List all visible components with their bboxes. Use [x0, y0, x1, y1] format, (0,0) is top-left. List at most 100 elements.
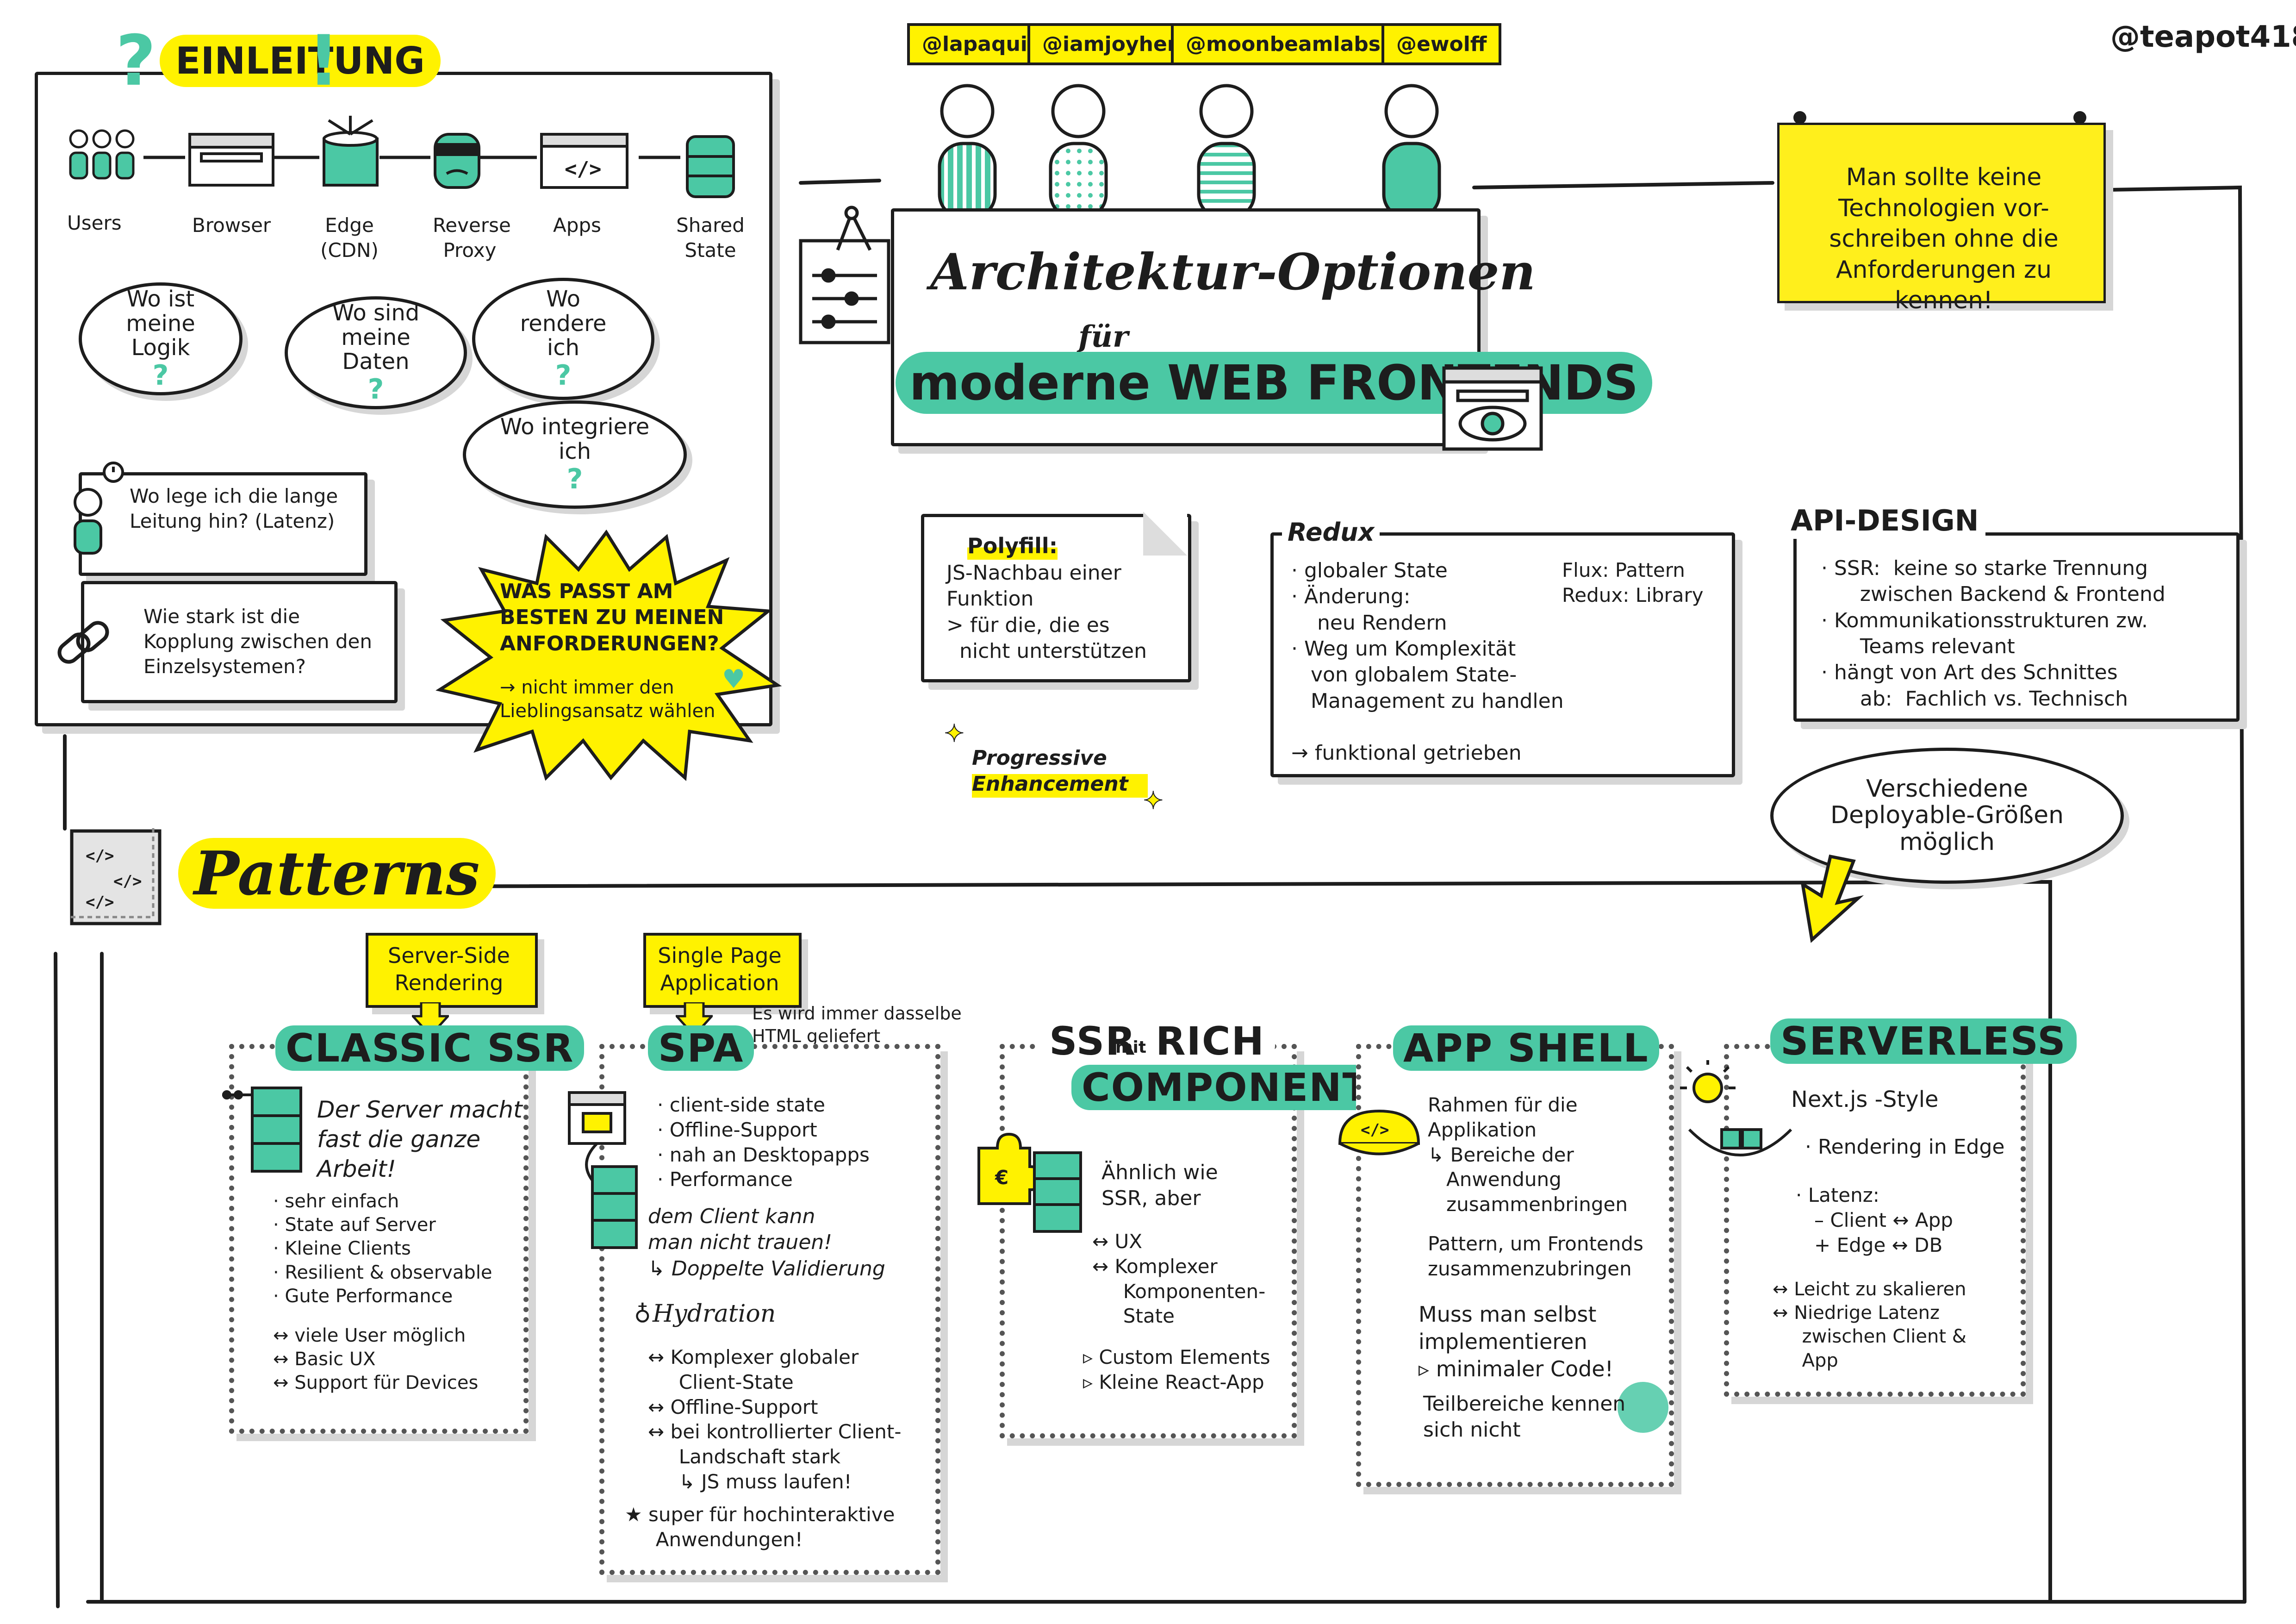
reverse-proxy-icon [434, 133, 480, 189]
spa-note: Es wird immer dasselbe HTML geliefert [752, 1003, 962, 1046]
database-icon [686, 135, 735, 198]
svg-text:</>: </> [113, 872, 142, 891]
person-clock-icon [74, 462, 124, 555]
code-window-icon: </> </> </> [67, 826, 162, 925]
ssr-rich-title-c: COMPONENTS [1071, 1065, 1409, 1110]
question-icon: ? [367, 373, 384, 406]
ssr-rich-options: ▹ Custom Elements ▹ Kleine React-App [1083, 1346, 1270, 1393]
layer-label-users: Users [67, 212, 122, 234]
cloud-integrate-text: Wo integriere ich [500, 414, 650, 464]
api-design-box [1793, 532, 2240, 722]
drop-icon: ♁ [634, 1301, 651, 1328]
browser-icon [188, 133, 274, 187]
speaker-ewolff: @ewolff [1381, 23, 1502, 65]
burst-shape [436, 529, 782, 781]
redux-box [1270, 532, 1735, 777]
app-shell-title: APP SHELL [1393, 1025, 1659, 1071]
sun-hammock-icon [1680, 1060, 1792, 1156]
layer-label-browser: Browser [192, 214, 271, 237]
cloud-render-text: Wo rendere ich [520, 286, 607, 361]
cloud-render: Wo rendere ich ? [472, 278, 654, 400]
main-title-line2: für [1078, 319, 1128, 354]
heart-icon: ♥ [722, 664, 746, 694]
svg-text:</>: </> [565, 157, 601, 181]
coupling-box [81, 581, 398, 703]
svg-text:€: € [995, 1166, 1008, 1189]
spa-card [599, 1044, 940, 1575]
sticky-note-text: Man sollte keine Technologien vor-schrei… [1829, 163, 2059, 315]
shell-icon: </> [1338, 1109, 1420, 1156]
api-design-title: API-DESIGN [1784, 502, 1985, 539]
latency-text: Wo lege ich die lange Leitung hin? (Late… [130, 485, 338, 532]
spa-trust: dem Client kann man nicht trauen! ↳ Dopp… [648, 1205, 885, 1280]
clipboard-compass-icon [799, 206, 890, 344]
api-design-lines: · SSR: keine so starke Trennung zwischen… [1821, 556, 2165, 711]
arrow-down-icon [1800, 854, 1864, 943]
coupling-text: Wie stark ist die Kopplung zwischen den … [143, 605, 372, 678]
serverless-style: Next.js -Style [1791, 1087, 1939, 1112]
polyfill-title: Polyfill: [967, 532, 1058, 560]
classic-ssr-title: CLASSIC SSR [275, 1025, 585, 1071]
ssr-rich-title-b: RICH [1145, 1018, 1275, 1064]
users-icon [69, 129, 135, 180]
spa-hydration: Hydration [653, 1300, 776, 1328]
spa-star: ★ super für hochinteraktive Anwendungen! [625, 1503, 895, 1551]
speaker-moonbeamlabs: @moonbeamlabs [1171, 23, 1395, 65]
serverless-title: SERVERLESS [1770, 1018, 2077, 1064]
spa-label-text: Single Page Application [658, 943, 782, 995]
app-shell-lead: Rahmen für die Applikation ↳ Bereiche de… [1428, 1093, 1628, 1216]
cdn-icon [323, 116, 379, 187]
ssr-rich-title-mit: mit [1115, 1038, 1147, 1057]
classic-ssr-points: · sehr einfach · State auf Server · Klei… [273, 1191, 492, 1307]
author-handle: @teapot4181 [2110, 20, 2296, 54]
question-icon: ? [152, 359, 169, 392]
spa-points: · client-side state · Offline-Support · … [657, 1093, 870, 1191]
ssr-rich-tradeoffs: ↔ UX ↔ Komplexer Komponenten- State [1092, 1230, 1266, 1328]
serverless-tradeoffs: ↔ Leicht zu skalieren ↔ Niedrige Latenz … [1773, 1279, 1966, 1371]
pin-icon [1793, 111, 1806, 124]
spa-tradeoffs: ↔ Komplexer globaler Client-State ↔ Offl… [648, 1346, 902, 1493]
speakers-figures [938, 84, 1441, 218]
layer-label-apps: Apps [553, 214, 601, 237]
polyfill-lines: JS-Nachbau einer Funktion > für die, die… [946, 561, 1147, 663]
highlight-dot [1618, 1382, 1668, 1433]
spa-title: SPA [648, 1025, 754, 1071]
classic-ssr-lead: Der Server macht fast die ganze Arbeit! [317, 1096, 523, 1182]
intro-question-mark: ? [116, 21, 156, 101]
redux-right: Flux: Pattern Redux: Library [1562, 559, 1704, 606]
cloud-integrate: Wo integriere ich ? [463, 400, 687, 509]
app-shell-self: Muss man selbst implementieren ▹ minimal… [1419, 1302, 1614, 1381]
speaker-figure-1 [940, 84, 995, 138]
serverless-render: · Rendering in Edge [1805, 1135, 2005, 1159]
layer-label-shared-state: Shared State [676, 214, 745, 262]
burst-headline: WAS PASST AM BESTEN ZU MEINEN ANFORDERUN… [500, 580, 724, 656]
main-title-line1: Architektur-Optionen [930, 243, 1536, 301]
redux-title: Redux [1282, 516, 1380, 549]
cloud-data: Wo sind meine Daten ? [285, 296, 467, 409]
architecture-layers-diagram: </> [69, 116, 735, 198]
burst-note: → nicht immer den Lieblingsansatz wählen [500, 677, 716, 722]
app-shell-pattern: Pattern, um Frontends zusammenzubringen [1428, 1232, 1643, 1280]
classic-ssr-tradeoffs: ↔ viele User möglich ↔ Basic UX ↔ Suppor… [273, 1325, 479, 1394]
browser-server-icon [568, 1091, 638, 1249]
serverless-latency: · Latenz: – Client ↔ App + Edge ↔ DB [1796, 1184, 1953, 1256]
progressive-enhancement: Progressive Enhancement [972, 745, 1148, 798]
svg-text:</>: </> [1361, 1121, 1389, 1139]
sticky-note [1777, 123, 2106, 303]
layer-label-edge: Edge (CDN) [320, 214, 379, 262]
intro-exclamation: ! [308, 21, 340, 101]
cloud-logic: Wo ist meine Logik ? [79, 282, 243, 395]
spa-label [643, 933, 802, 1008]
ssr-label-text: Server-Side Rendering [388, 943, 510, 995]
layer-label-reverse-proxy: Reverse Proxy [433, 214, 511, 262]
svg-text:</>: </> [86, 847, 114, 865]
redux-left: · globaler State · Änderung: neu Rendern… [1291, 559, 1564, 765]
sparkle-icon: ✦ [944, 719, 965, 748]
patterns-title: Patterns [178, 838, 496, 909]
question-icon: ? [555, 359, 572, 392]
browser-eye-icon [1442, 366, 1543, 451]
chain-link-icon [57, 621, 109, 664]
server-icon [222, 1087, 302, 1173]
ssr-rich-title-a: SSR [1039, 1018, 1146, 1064]
